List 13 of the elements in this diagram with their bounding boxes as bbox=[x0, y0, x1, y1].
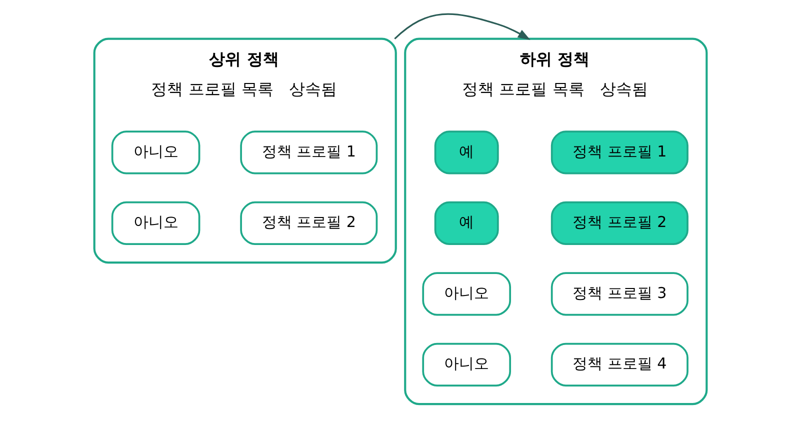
node-box: 정책 프로필 2 bbox=[240, 200, 378, 244]
node-box: 정책 프로필 1 bbox=[550, 130, 688, 174]
node-box: 예 bbox=[434, 200, 498, 244]
node-box: 정책 프로필 4 bbox=[550, 342, 688, 386]
node-box: 정책 프로필 3 bbox=[550, 272, 688, 316]
node-box: 아니오 bbox=[422, 272, 511, 316]
node-box: 정책 프로필 2 bbox=[550, 200, 688, 244]
node-box: 아니오 bbox=[110, 200, 200, 244]
node-box: 아니오 bbox=[110, 130, 200, 174]
arrow bbox=[394, 12, 530, 40]
node-box: 예 bbox=[434, 130, 498, 174]
node-box: 아니오 bbox=[422, 342, 511, 386]
node-box: 정책 프로필 1 bbox=[240, 130, 378, 174]
